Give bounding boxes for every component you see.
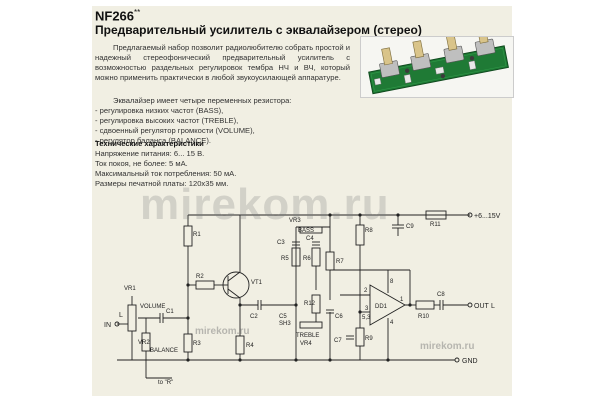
spec-item: Ток покоя, не более: 5 мА. [95,159,188,168]
product-code: NF266** [95,8,141,24]
watermark-small: mirekom.ru [195,326,250,337]
label-out-l: L [491,303,495,310]
label-c9: C9 [406,224,414,230]
feature-item: - регулятор баланса (BALANCE). [95,136,211,145]
product-title: Предварительный усилитель с эквалайзером… [95,23,422,37]
label-vt1: VT1 [251,280,263,286]
label-r6: R6 [303,256,311,262]
watermark-small: mirekom.ru [420,341,475,352]
label-r9: R9 [365,336,373,342]
label-r1: R1 [193,232,201,238]
label-r8: R8 [365,228,373,234]
label-c6: C6 [335,314,343,320]
label-c3: C3 [277,240,285,246]
label-c7: C7 [334,338,342,344]
label-r5: R5 [281,256,289,262]
label-bass: BASS [298,228,314,234]
features-lead: Эквалайзер имеет четыре переменных резис… [113,96,292,105]
label-gnd: GND [462,358,478,365]
feature-item: - сдвоенный регулятор громкости (VOLUME)… [95,126,255,135]
label-r4: R4 [246,343,254,349]
label-vr4: VR4 [300,341,312,347]
intro-paragraph: Предлагаемый набор позволит радиолюбител… [95,43,350,82]
label-power: +6...15V [474,213,501,220]
specs-heading: Технические характеристики [95,139,204,148]
label-pin3: 3 [365,306,369,312]
feature-item: - регулировка высоких частот (TREBLE), [95,116,239,125]
label-in-l: L [119,312,123,319]
spec-item: Размеры печатной платы: 120х35 мм. [95,179,229,188]
feature-item: - регулировка низких частот (BASS), [95,106,224,115]
features-list: Эквалайзер имеет четыре переменных резис… [95,96,350,146]
spec-item: Напряжение питания: 6... 15 В. [95,149,205,158]
watermark-large: mirekom.ru [140,180,390,229]
label-pin8: 8 [390,279,394,285]
label-pin1: 1 [400,297,404,303]
label-c8: C8 [437,292,445,298]
label-r3: R3 [193,341,201,347]
specs-section: Технические характеристики Напряжение пи… [95,139,350,189]
label-c4: C4 [306,236,314,242]
label-balance: BALANCE [150,348,178,354]
label-c2: C2 [250,314,258,320]
spec-item: Максимальный ток потребления: 50 мА. [95,169,237,178]
label-volume: VOLUME [140,304,165,310]
label-vr1: VR1 [124,286,136,292]
product-photo [360,25,514,98]
label-r2: R2 [196,274,204,280]
label-r10: R10 [418,314,430,320]
label-dd1: DD1 [375,304,388,310]
label-in: IN [104,322,111,329]
label-pin53: 5,3 [362,315,371,321]
label-pin2: 2 [364,288,368,294]
label-pin4: 4 [390,320,394,326]
label-out: OUT [474,303,490,310]
label-c1: C1 [166,309,174,315]
label-r11: R11 [430,222,441,228]
label-r7: R7 [336,259,344,265]
label-vr3: VR3 [289,218,301,224]
label-vr2: VR2 [138,340,150,346]
label-c5: C5 [279,314,287,320]
label-r12: R12 [304,301,316,307]
label-treble: TREBLE [296,333,319,339]
circuit-schematic: VR1 VOLUME IN L VR2 BALANCE to "R" C1 R1… [104,210,501,386]
label-sh3: SH3 [279,321,291,327]
label-to-r: to "R" [158,380,173,386]
